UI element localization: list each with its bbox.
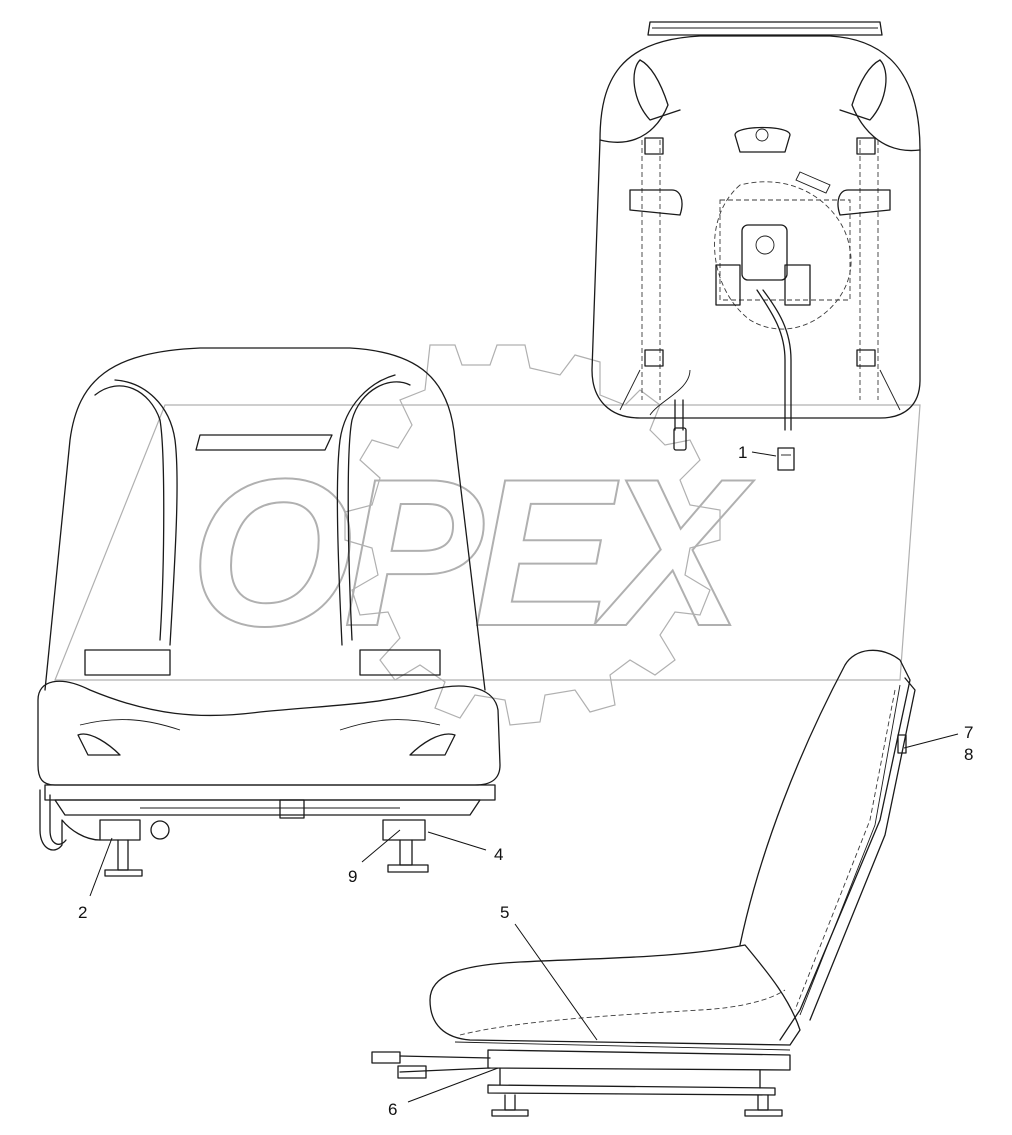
callout-2-label: 2 xyxy=(78,903,87,922)
callout-9: 9 xyxy=(348,829,401,886)
callout-8: 8 xyxy=(964,745,973,764)
callout-1-label: 1 xyxy=(738,443,747,462)
callout-2: 2 xyxy=(78,837,113,922)
callout-5: 5 xyxy=(500,903,598,1041)
callout-9-label: 9 xyxy=(348,867,357,886)
callout-5-label: 5 xyxy=(500,903,509,922)
seat-rear-view xyxy=(591,21,921,471)
seat-switch xyxy=(777,447,795,471)
callout-4: 4 xyxy=(427,831,503,864)
callout-8-label: 8 xyxy=(964,745,973,764)
callout-4-label: 4 xyxy=(494,845,503,864)
seat-front-view xyxy=(37,347,501,877)
callout-6-label: 6 xyxy=(388,1100,397,1119)
callout-7: 7 xyxy=(903,723,973,749)
watermark-text: OPEX xyxy=(190,435,754,670)
callout-7-label: 7 xyxy=(964,723,973,742)
seat-side-view xyxy=(371,649,916,1117)
watermark-logo: OPEX xyxy=(54,344,921,726)
callout-6: 6 xyxy=(388,1067,499,1119)
callout-1: 1 xyxy=(738,443,777,462)
callouts: 1 2 4 5 6 7 8 9 xyxy=(78,443,973,1119)
